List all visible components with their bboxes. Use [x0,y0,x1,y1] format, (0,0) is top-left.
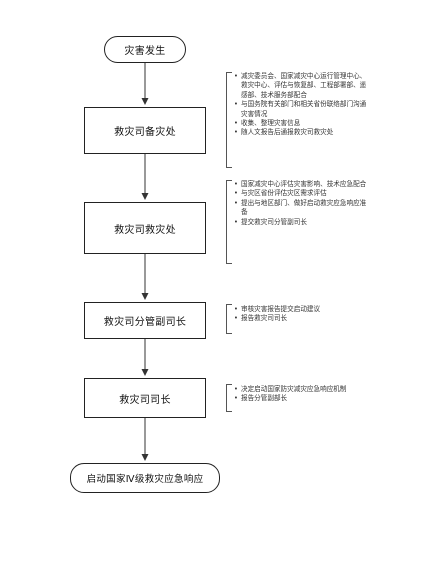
step4-notes-brace [226,384,232,412]
step2-node: 救灾司救灾处 [84,202,206,254]
step2-note-item: 与灾区省份评估灾区需求评估 [234,189,372,199]
step1-notes: 减灾委员会、国家减灾中心运行管理中心、救灾中心、评估与恢复部、工程部署部、遥感部… [234,72,372,138]
step3-node-label: 救灾司分管副司长 [103,317,187,328]
step1-note-item: 随人文报告后通报救灾司救灾处 [234,128,372,138]
step2-note-item: 提出与地区部门、做好启动救灾应急响应准备 [234,199,372,218]
step4-node-label: 救灾司司长 [119,394,171,406]
step4-node: 救灾司司长 [84,378,206,418]
end-node: 启动国家Ⅳ级救灾应急响应 [70,463,220,493]
step3-note-item: 审核灾害报告提交启动建议 [234,305,384,315]
step4-note-item: 决定启动国家防灾减灾应急响应机制 [234,385,384,395]
step3-node: 救灾司分管副司长 [84,302,206,339]
step3-note-item: 报告救灾司司长 [234,314,384,324]
step1-note-item: 减灾委员会、国家减灾中心运行管理中心、救灾中心、评估与恢复部、工程部署部、遥感部… [234,72,372,100]
step1-notes-brace [226,72,232,168]
step2-node-label: 救灾司救灾处 [114,224,176,236]
step1-note-item: 收集、整理灾害信息 [234,119,372,129]
step2-notes: 国家减灾中心评估灾害影响、技术应急配合 与灾区省份评估灾区需求评估 提出与地区部… [234,180,372,227]
step3-notes: 审核灾害报告提交启动建议 报告救灾司司长 [234,305,384,324]
step1-node: 救灾司备灾处 [84,107,206,154]
end-node-label: 启动国家Ⅳ级救灾应急响应 [86,474,204,485]
step2-note-item: 提交救灾司分管副司长 [234,218,372,228]
step2-note-item: 国家减灾中心评估灾害影响、技术应急配合 [234,180,372,190]
step2-notes-brace [226,180,232,264]
start-node-label: 灾害发生 [124,46,166,57]
step4-notes: 决定启动国家防灾减灾应急响应机制 报告分管副部长 [234,385,384,404]
start-node: 灾害发生 [104,36,186,63]
step1-node-label: 救灾司备灾处 [114,127,176,138]
step1-note-item: 与国务院有关部门和相关省份联络部门沟通灾害情况 [234,100,372,119]
step3-notes-brace [226,304,232,334]
step4-note-item: 报告分管副部长 [234,394,384,404]
